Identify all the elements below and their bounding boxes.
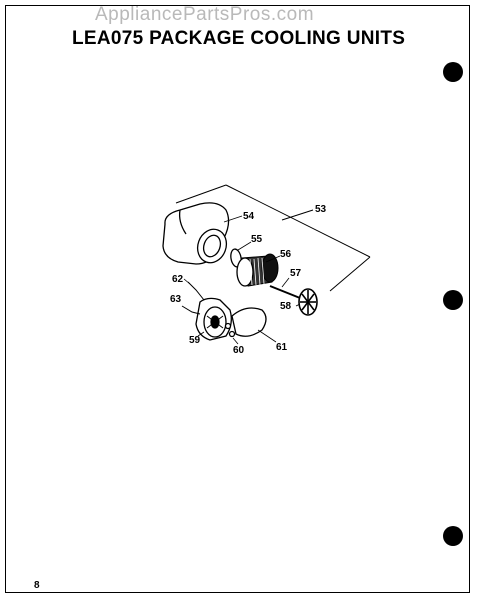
shaft-57 bbox=[269, 285, 301, 299]
callout-59: 59 bbox=[189, 335, 201, 346]
page-number: 8 bbox=[34, 580, 40, 591]
callout-60: 60 bbox=[233, 345, 245, 356]
fan-hub-58 bbox=[298, 288, 318, 316]
blower-housing-54 bbox=[162, 202, 230, 265]
callout-53: 53 bbox=[315, 204, 327, 215]
page-border bbox=[5, 5, 470, 593]
callout-54: 54 bbox=[243, 211, 255, 222]
callout-62: 62 bbox=[172, 274, 184, 285]
mounting-bolts-60 bbox=[224, 322, 236, 338]
binder-hole-bottom bbox=[443, 526, 463, 546]
motor-59 bbox=[195, 297, 232, 341]
binder-hole-top bbox=[443, 62, 463, 82]
binder-hole-middle bbox=[443, 290, 463, 310]
motor-mount-61 bbox=[231, 307, 267, 337]
callout-61: 61 bbox=[276, 342, 288, 353]
callout-56: 56 bbox=[280, 249, 292, 260]
wiring-62 bbox=[187, 281, 205, 301]
callout-63: 63 bbox=[170, 294, 182, 305]
page-title: LEA075 PACKAGE COOLING UNITS bbox=[72, 28, 406, 49]
callout-58: 58 bbox=[280, 301, 292, 312]
watermark: AppliancePartsPros.com bbox=[95, 4, 315, 25]
blower-wheel-56 bbox=[236, 253, 279, 287]
wire-lead-63 bbox=[181, 305, 201, 315]
assembly-bracket-53 bbox=[175, 184, 371, 292]
callout-57: 57 bbox=[290, 268, 302, 279]
callout-55: 55 bbox=[251, 234, 263, 245]
